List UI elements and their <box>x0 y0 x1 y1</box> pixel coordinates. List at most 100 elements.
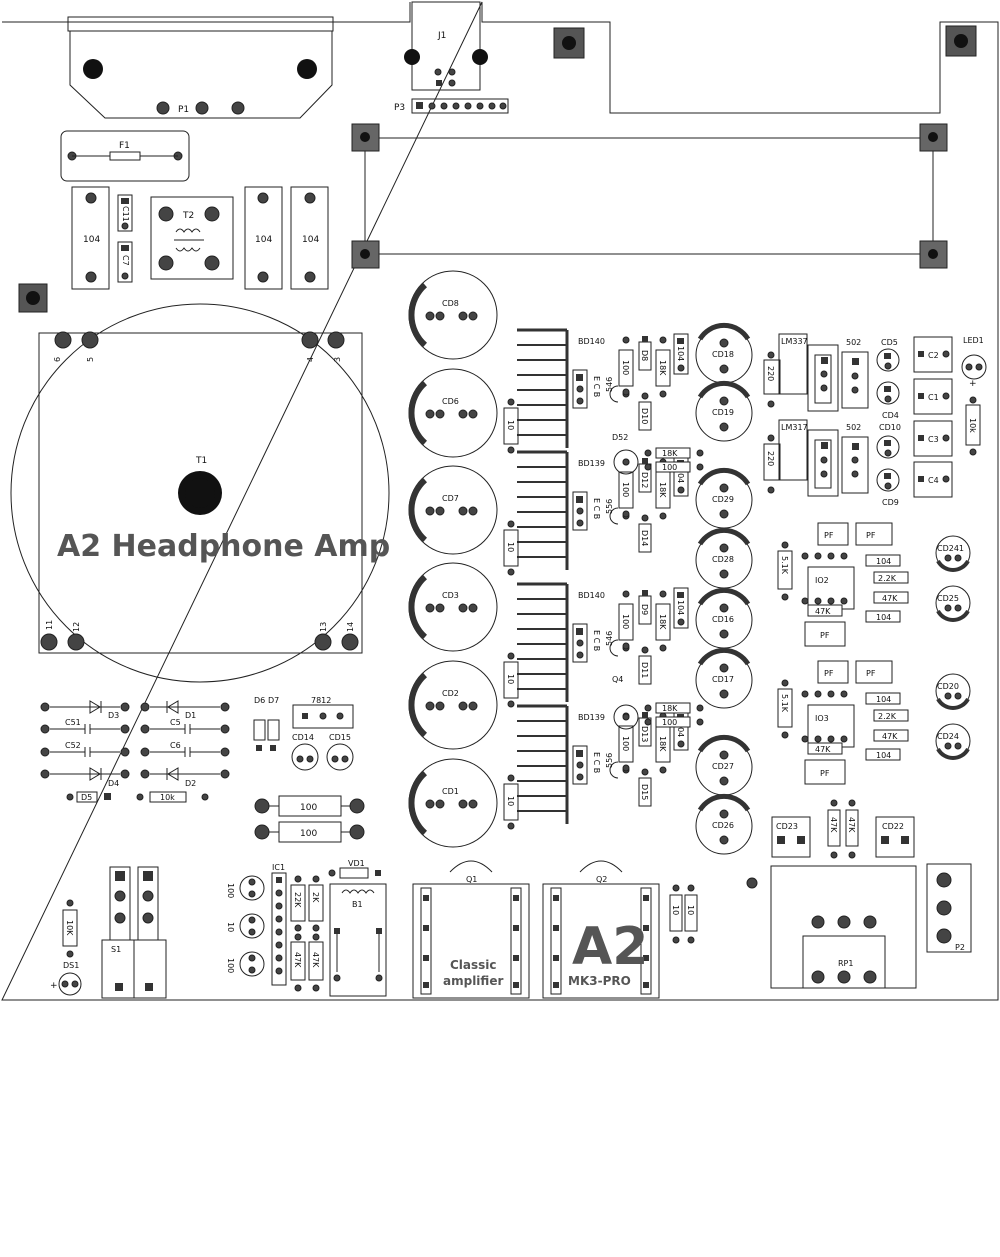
cap-pad <box>458 799 468 809</box>
pad <box>641 514 649 522</box>
pad <box>944 604 952 612</box>
svg-text:104: 104 <box>302 235 319 245</box>
diode-label: D15 <box>640 784 649 800</box>
resistor-10 <box>503 529 519 567</box>
svg-text:MK3-PRO: MK3-PRO <box>568 974 631 988</box>
svg-text:CD22: CD22 <box>882 822 904 831</box>
fuse-f1: F1 <box>60 130 190 182</box>
cap-polarity-band <box>697 793 751 812</box>
driver-transistor <box>609 507 619 525</box>
cap-polarity-band <box>697 467 751 486</box>
bias-transistor <box>613 704 639 730</box>
driver-label: 546 <box>605 631 614 646</box>
diode-label: D13 <box>640 726 649 742</box>
svg-text:T1: T1 <box>195 456 207 466</box>
svg-text:502: 502 <box>846 338 861 347</box>
pad <box>781 731 789 739</box>
rectifier-section: D3 D1 C51 C5 C52 C6 D4 D2 D5 10k D6 <box>40 696 354 803</box>
driver-transistor <box>609 639 619 657</box>
pad <box>677 740 685 748</box>
pad <box>576 374 583 381</box>
resistor-label: 10 <box>506 542 515 552</box>
pad <box>696 463 704 471</box>
svg-text:220: 220 <box>766 451 775 466</box>
resistor-label: 47K <box>882 732 898 741</box>
pad <box>719 629 729 639</box>
pad <box>840 690 848 698</box>
svg-text:10K: 10K <box>65 920 74 936</box>
pf-label: PF <box>824 531 834 540</box>
svg-text:P2: P2 <box>955 943 965 952</box>
pad <box>719 543 729 553</box>
svg-text:10k: 10k <box>160 793 175 802</box>
pad <box>814 552 822 560</box>
svg-text:C3: C3 <box>928 435 939 444</box>
big-cap-label: CD1 <box>442 787 459 796</box>
cap-polarity-band <box>697 587 751 606</box>
cap-104-mid2: 104 <box>290 186 329 290</box>
pad <box>659 590 667 598</box>
cap-104 <box>673 333 689 375</box>
cap-label: CD241 <box>937 544 964 553</box>
pad <box>827 552 835 560</box>
svg-text:100: 100 <box>300 803 317 813</box>
pad <box>944 742 952 750</box>
svg-text:LM317: LM317 <box>781 423 808 432</box>
pad <box>814 597 822 605</box>
ds1-s1: 10K DS1 + S1 <box>50 866 167 999</box>
reg-caps: CD5 CD4 CD10 CD9 <box>876 338 901 507</box>
svg-text:CD10: CD10 <box>879 423 901 432</box>
pad <box>781 541 789 549</box>
cap-pad <box>435 603 445 613</box>
pad <box>719 338 729 348</box>
transformer-t2: T2 <box>150 196 234 280</box>
resistor-104 <box>865 748 901 761</box>
cap-label: CD29 <box>712 495 734 504</box>
pad <box>576 639 584 647</box>
pad <box>719 809 729 819</box>
resistor-2k2 <box>873 571 909 584</box>
resistor-label: 18K <box>658 614 667 630</box>
cap-label: 104 <box>676 600 685 615</box>
svg-text:12: 12 <box>72 622 81 632</box>
diode-label: D14 <box>640 530 649 546</box>
pad <box>954 554 962 562</box>
pf-cap <box>855 660 893 684</box>
svg-text:C4: C4 <box>928 476 939 485</box>
resistor-47k <box>873 591 909 604</box>
svg-text:RP1: RP1 <box>838 959 853 968</box>
cap-pad <box>458 311 468 321</box>
cap-pad <box>468 409 478 419</box>
cap-pad <box>458 409 468 419</box>
cap-pad <box>425 409 435 419</box>
pad <box>814 735 822 743</box>
pad <box>507 652 515 660</box>
pad <box>622 642 630 650</box>
cap-pad <box>425 311 435 321</box>
driver-transistor <box>609 761 619 779</box>
pad <box>677 618 685 626</box>
cap-pad <box>458 701 468 711</box>
pad <box>576 385 584 393</box>
pf-cap <box>804 759 846 785</box>
diode-label: D12 <box>640 472 649 488</box>
svg-text:47K: 47K <box>829 817 838 833</box>
pad <box>719 396 729 406</box>
pad <box>719 569 729 579</box>
diode-label: D9 <box>640 604 649 615</box>
pf-cap <box>855 522 893 546</box>
big-cap-label: CD8 <box>442 299 459 308</box>
resistor-label: 18K <box>658 360 667 376</box>
resistor-label: 10 <box>506 420 515 430</box>
pad <box>507 520 515 528</box>
svg-text:D6: D6 <box>254 696 265 705</box>
cap-label: CD28 <box>712 555 734 564</box>
pad <box>840 597 848 605</box>
cap-polarity-band <box>408 672 428 738</box>
pad <box>659 766 667 774</box>
pad <box>677 486 685 494</box>
diode-label: D11 <box>640 662 649 678</box>
svg-text:Q1: Q1 <box>466 875 477 884</box>
cap-pad <box>435 311 445 321</box>
vd1-b1: VD1 B1 <box>328 859 387 997</box>
